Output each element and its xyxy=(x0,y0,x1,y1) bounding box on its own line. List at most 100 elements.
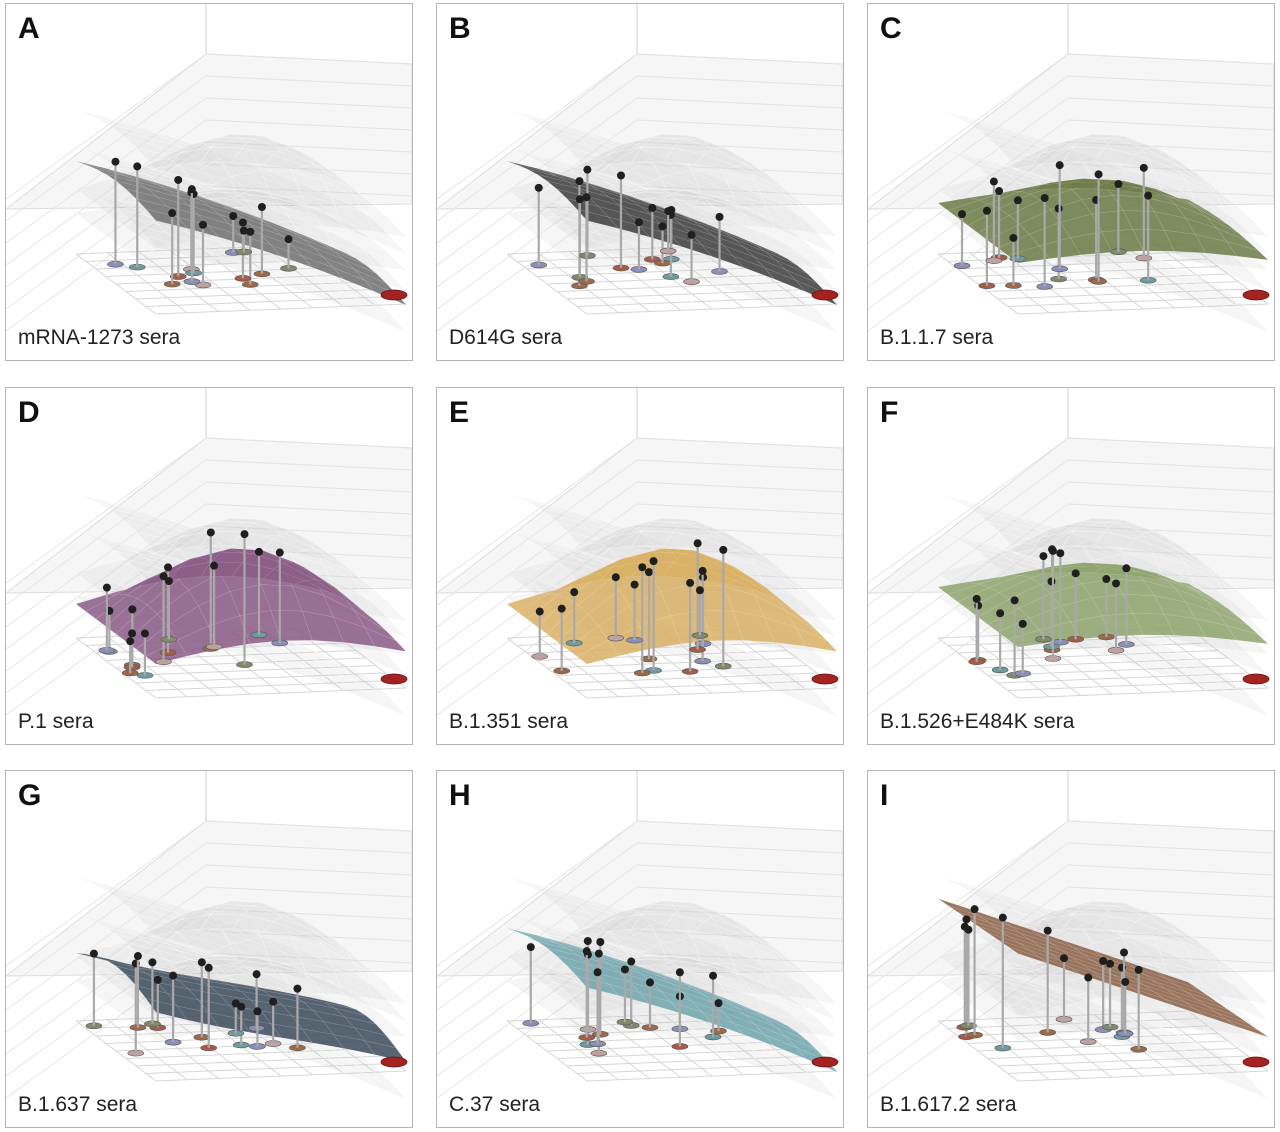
surface-patch xyxy=(1186,193,1229,215)
surface-patch xyxy=(1145,254,1187,273)
wall-gridline xyxy=(6,437,207,584)
surface-patch xyxy=(1092,542,1135,561)
wall-gridline xyxy=(205,163,412,175)
data-point xyxy=(646,978,655,987)
surface-patch xyxy=(323,1051,366,1075)
surface-patch xyxy=(1093,914,1137,932)
surface-patch xyxy=(304,205,347,222)
surface-patch xyxy=(242,964,284,982)
surface-patch xyxy=(600,913,643,933)
surface-patch xyxy=(609,183,651,202)
surface-patch xyxy=(231,192,274,202)
data-point xyxy=(229,211,238,220)
surface-patch xyxy=(1010,144,1052,165)
floor-gridline xyxy=(125,665,377,676)
surface-patch xyxy=(1144,531,1187,552)
surface-patch xyxy=(314,226,357,246)
surface-patch xyxy=(1041,139,1084,154)
surface-patch xyxy=(1051,988,1094,1005)
surface-patch xyxy=(755,231,798,252)
surface-patch xyxy=(785,963,828,994)
surface-patch xyxy=(1132,655,1176,680)
surface-patch xyxy=(314,207,357,229)
surface-patch xyxy=(986,904,1031,923)
surface-patch xyxy=(273,209,315,227)
surface-patch xyxy=(785,196,828,227)
wall-gridline xyxy=(636,459,843,471)
data-point xyxy=(1134,965,1143,974)
surface-patch xyxy=(589,133,631,150)
surface-patch xyxy=(1135,963,1177,976)
surface-patch xyxy=(526,195,569,210)
surface-patch xyxy=(324,656,367,677)
surface-patch xyxy=(1000,547,1042,562)
surface-patch xyxy=(1195,1020,1238,1046)
surface-plot xyxy=(6,4,412,333)
surface-patch xyxy=(282,646,324,669)
surface-patch xyxy=(598,908,642,933)
surface-patch xyxy=(609,913,652,943)
surface-patch xyxy=(1216,296,1259,322)
surface-patch xyxy=(107,884,149,898)
surface-patch xyxy=(1092,133,1135,141)
surface-patch xyxy=(148,144,190,165)
surface-patch xyxy=(630,953,673,971)
surface-patch xyxy=(724,531,766,558)
surface-patch xyxy=(138,919,181,939)
surface-patch xyxy=(979,966,1021,980)
surface-patch xyxy=(115,551,158,568)
data-point xyxy=(719,545,728,554)
surface-patch xyxy=(732,963,775,996)
surface-patch xyxy=(681,205,724,223)
surface-patch xyxy=(1069,978,1113,1001)
surface-patch xyxy=(117,925,159,939)
surface-patch xyxy=(704,209,746,227)
surface-patch xyxy=(189,143,232,160)
surface-patch xyxy=(1072,520,1116,533)
surface-patch xyxy=(1009,137,1051,155)
surface-patch xyxy=(263,205,305,223)
surface-patch xyxy=(765,238,808,261)
surface-patch xyxy=(85,562,129,589)
surface-patch xyxy=(240,904,283,920)
surface-patch xyxy=(148,911,190,932)
surface-patch xyxy=(228,939,273,962)
surface-patch xyxy=(1031,980,1074,995)
surface-patch xyxy=(977,551,1020,568)
surface-patch xyxy=(724,549,768,565)
surface-patch xyxy=(1031,902,1074,917)
surface-patch xyxy=(116,543,159,565)
surface-patch xyxy=(661,925,704,944)
surface-patch xyxy=(1112,251,1155,273)
surface-patch xyxy=(957,539,1000,553)
surface-patch xyxy=(1020,517,1062,534)
surface-patch xyxy=(158,938,200,954)
wall-gridline xyxy=(636,163,843,175)
surface-patch xyxy=(1124,553,1166,573)
surface-patch xyxy=(683,164,725,182)
surface-patch xyxy=(682,902,725,916)
surface-patch xyxy=(1176,572,1219,592)
surface-patch xyxy=(303,548,347,570)
surface-patch xyxy=(765,218,808,244)
surface-patch xyxy=(536,544,579,560)
surface-patch xyxy=(722,937,766,970)
surface-patch xyxy=(732,196,775,229)
surface-patch xyxy=(282,184,324,207)
surface-patch xyxy=(671,202,714,223)
surface-patch xyxy=(526,884,569,899)
surface-patch xyxy=(1156,259,1199,277)
surface-patch xyxy=(1186,960,1229,982)
surface-patch xyxy=(568,130,610,147)
surface-patch xyxy=(620,527,663,544)
wall-gridline xyxy=(868,53,1069,200)
surface-patch xyxy=(734,188,776,210)
surface-patch xyxy=(597,921,641,943)
surface-patch xyxy=(1050,999,1093,1019)
surface-patch xyxy=(1113,135,1156,149)
surface-patch xyxy=(242,927,284,944)
surface-patch xyxy=(189,133,232,145)
surface-patch xyxy=(199,915,242,933)
surface-patch xyxy=(558,125,600,140)
surface-patch xyxy=(1020,900,1062,917)
